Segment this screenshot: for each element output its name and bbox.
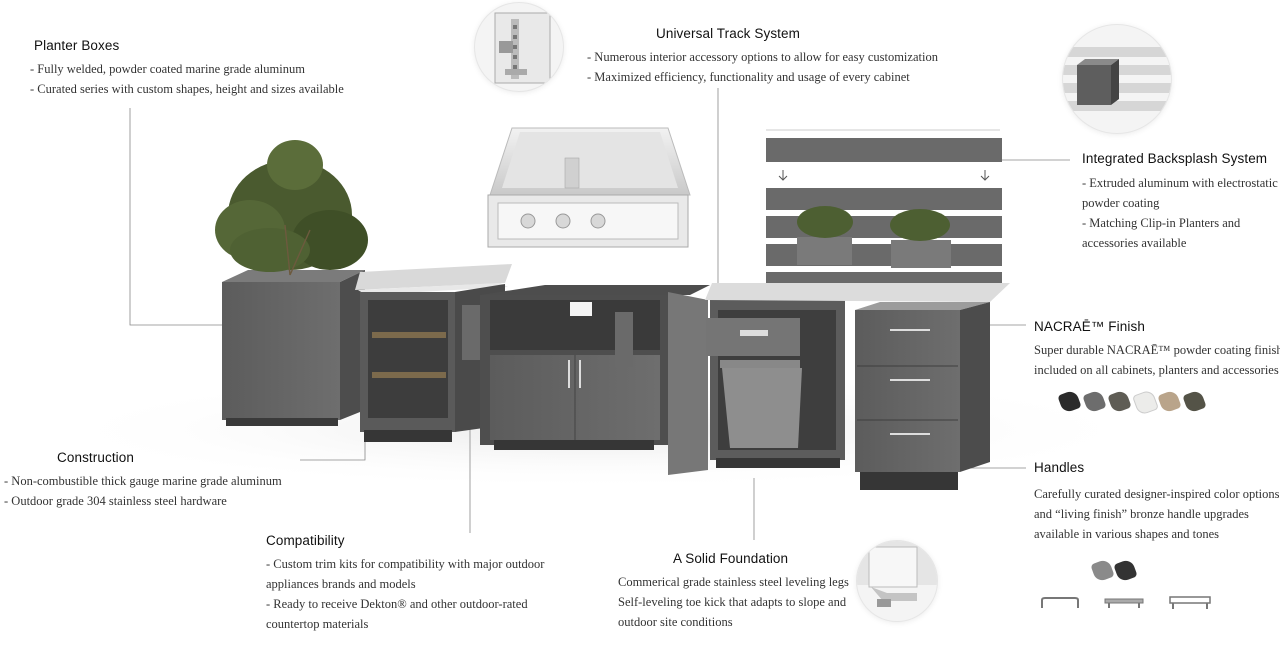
handles-line-1: Carefully curated designer-inspired colo…: [1034, 487, 1280, 501]
construction-title: Construction: [57, 450, 134, 465]
planter-line-2: - Curated series with custom shapes, hei…: [30, 82, 344, 96]
backsplash-title: Integrated Backsplash System: [1082, 151, 1268, 166]
track-line-1: - Numerous interior accessory options to…: [587, 50, 938, 64]
construction-text: - Non-combustible thick gauge marine gra…: [4, 471, 282, 511]
nacre-line-1: Super durable NACRAĒ™ powder coating fin…: [1034, 343, 1280, 357]
planter-boxes-title: Planter Boxes: [34, 38, 120, 53]
track-line-2: - Maximized efficiency, functionality an…: [587, 70, 910, 84]
nacre-finish-text: Super durable NACRAĒ™ powder coating fin…: [1034, 340, 1280, 380]
construction-line-1: - Non-combustible thick gauge marine gra…: [4, 474, 282, 488]
nacre-finish-title: NACRAĒ™ Finish: [1034, 319, 1145, 334]
backsplash-line-4: accessories available: [1082, 236, 1187, 250]
compatibility-line-2: appliances brands and models: [266, 577, 416, 591]
construction-line-2: - Outdoor grade 304 stainless steel hard…: [4, 494, 227, 508]
compatibility-line-1: - Custom trim kits for compatibility wit…: [266, 557, 545, 571]
planter-boxes-text: - Fully welded, powder coated marine gra…: [30, 59, 344, 99]
compatibility-line-4: countertop materials: [266, 617, 369, 631]
handles-text: Carefully curated designer-inspired colo…: [1034, 484, 1280, 544]
trash-cabinet-graphic: [706, 292, 845, 468]
foundation-detail-image: [856, 540, 938, 622]
backsplash-graphic: [705, 129, 1010, 302]
foundation-title: A Solid Foundation: [673, 551, 789, 566]
backsplash-text: - Extruded aluminum with electrostatic p…: [1082, 173, 1278, 253]
handles-line-2: and “living finish” bronze handle upgrad…: [1034, 507, 1249, 521]
drawer-cabinet-graphic: [855, 302, 990, 490]
handle-style-3-icon: [1169, 596, 1211, 609]
planter-box-graphic: [215, 140, 368, 426]
handles-title: Handles: [1034, 460, 1085, 475]
handle-style-2-icon: [1104, 598, 1144, 608]
foundation-line-3: outdoor site conditions: [618, 615, 733, 629]
handle-style-1-icon: [1041, 597, 1079, 608]
planter-line-1: - Fully welded, powder coated marine gra…: [30, 62, 305, 76]
grill-cabinet-graphic: [462, 285, 710, 475]
grill-graphic: [487, 127, 691, 248]
handles-line-3: available in various shapes and tones: [1034, 527, 1220, 541]
foundation-line-2: Self-leveling toe kick that adapts to sl…: [618, 595, 847, 609]
backsplash-line-2: powder coating: [1082, 196, 1160, 210]
compatibility-text: - Custom trim kits for compatibility wit…: [266, 554, 544, 634]
backsplash-line-1: - Extruded aluminum with electrostatic: [1082, 176, 1278, 190]
foundation-text: Commerical grade stainless steel levelin…: [618, 572, 849, 632]
compatibility-line-3: - Ready to receive Dekton® and other out…: [266, 597, 528, 611]
universal-track-title: Universal Track System: [656, 26, 800, 41]
compatibility-title: Compatibility: [266, 533, 345, 548]
backsplash-line-3: - Matching Clip-in Planters and: [1082, 216, 1241, 230]
nacre-line-2: included on all cabinets, planters and a…: [1034, 363, 1279, 377]
backsplash-detail-image: [1062, 24, 1172, 134]
track-detail-image: [474, 2, 564, 92]
foundation-line-1: Commerical grade stainless steel levelin…: [618, 575, 849, 589]
universal-track-text: - Numerous interior accessory options to…: [587, 47, 938, 87]
